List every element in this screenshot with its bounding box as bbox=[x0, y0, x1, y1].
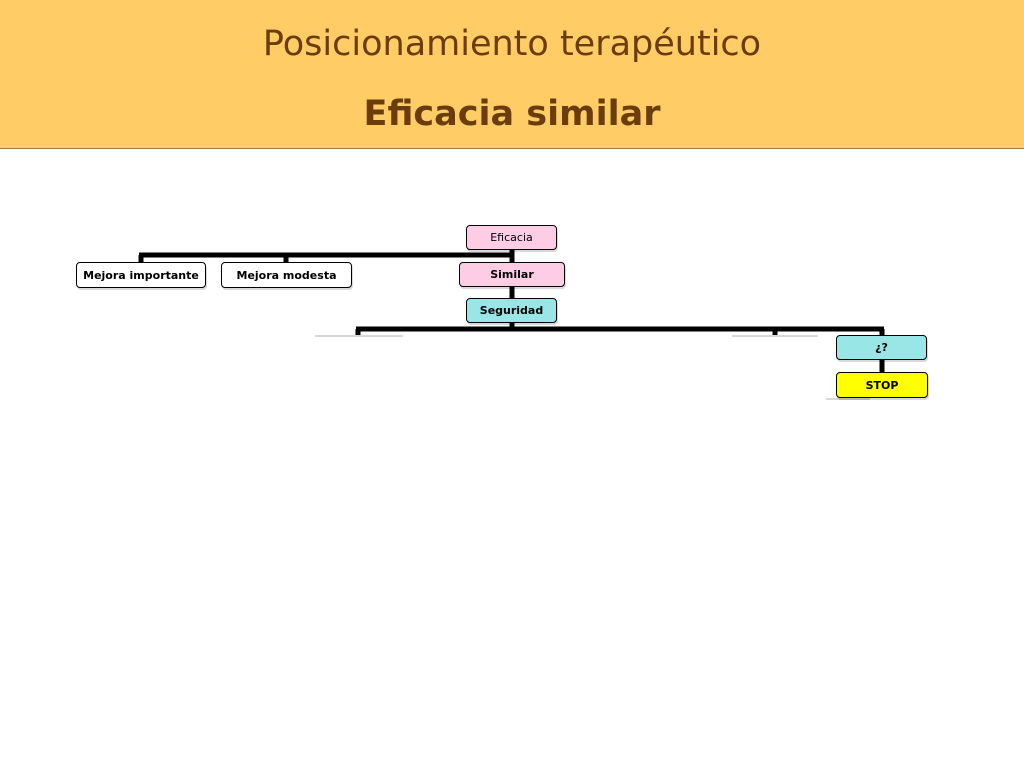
node-mejora-modesta: Mejora modesta bbox=[221, 262, 352, 288]
node-similar: Similar bbox=[459, 262, 565, 287]
node-question: ¿? bbox=[836, 335, 927, 360]
slide-title: Posicionamiento terapéutico bbox=[262, 24, 762, 64]
hidden-node-mid bbox=[732, 335, 818, 337]
node-mejora-importante: Mejora importante bbox=[76, 262, 206, 288]
slide-subtitle: Eficacia similar bbox=[363, 94, 661, 134]
node-stop: STOP bbox=[836, 372, 928, 398]
hidden-node-bottom bbox=[826, 398, 870, 400]
node-seguridad: Seguridad bbox=[466, 298, 557, 323]
hidden-node-left bbox=[315, 335, 403, 337]
title-banner: Posicionamiento terapéutico Eficacia sim… bbox=[0, 0, 1024, 149]
node-eficacia: Eficacia bbox=[466, 225, 557, 250]
